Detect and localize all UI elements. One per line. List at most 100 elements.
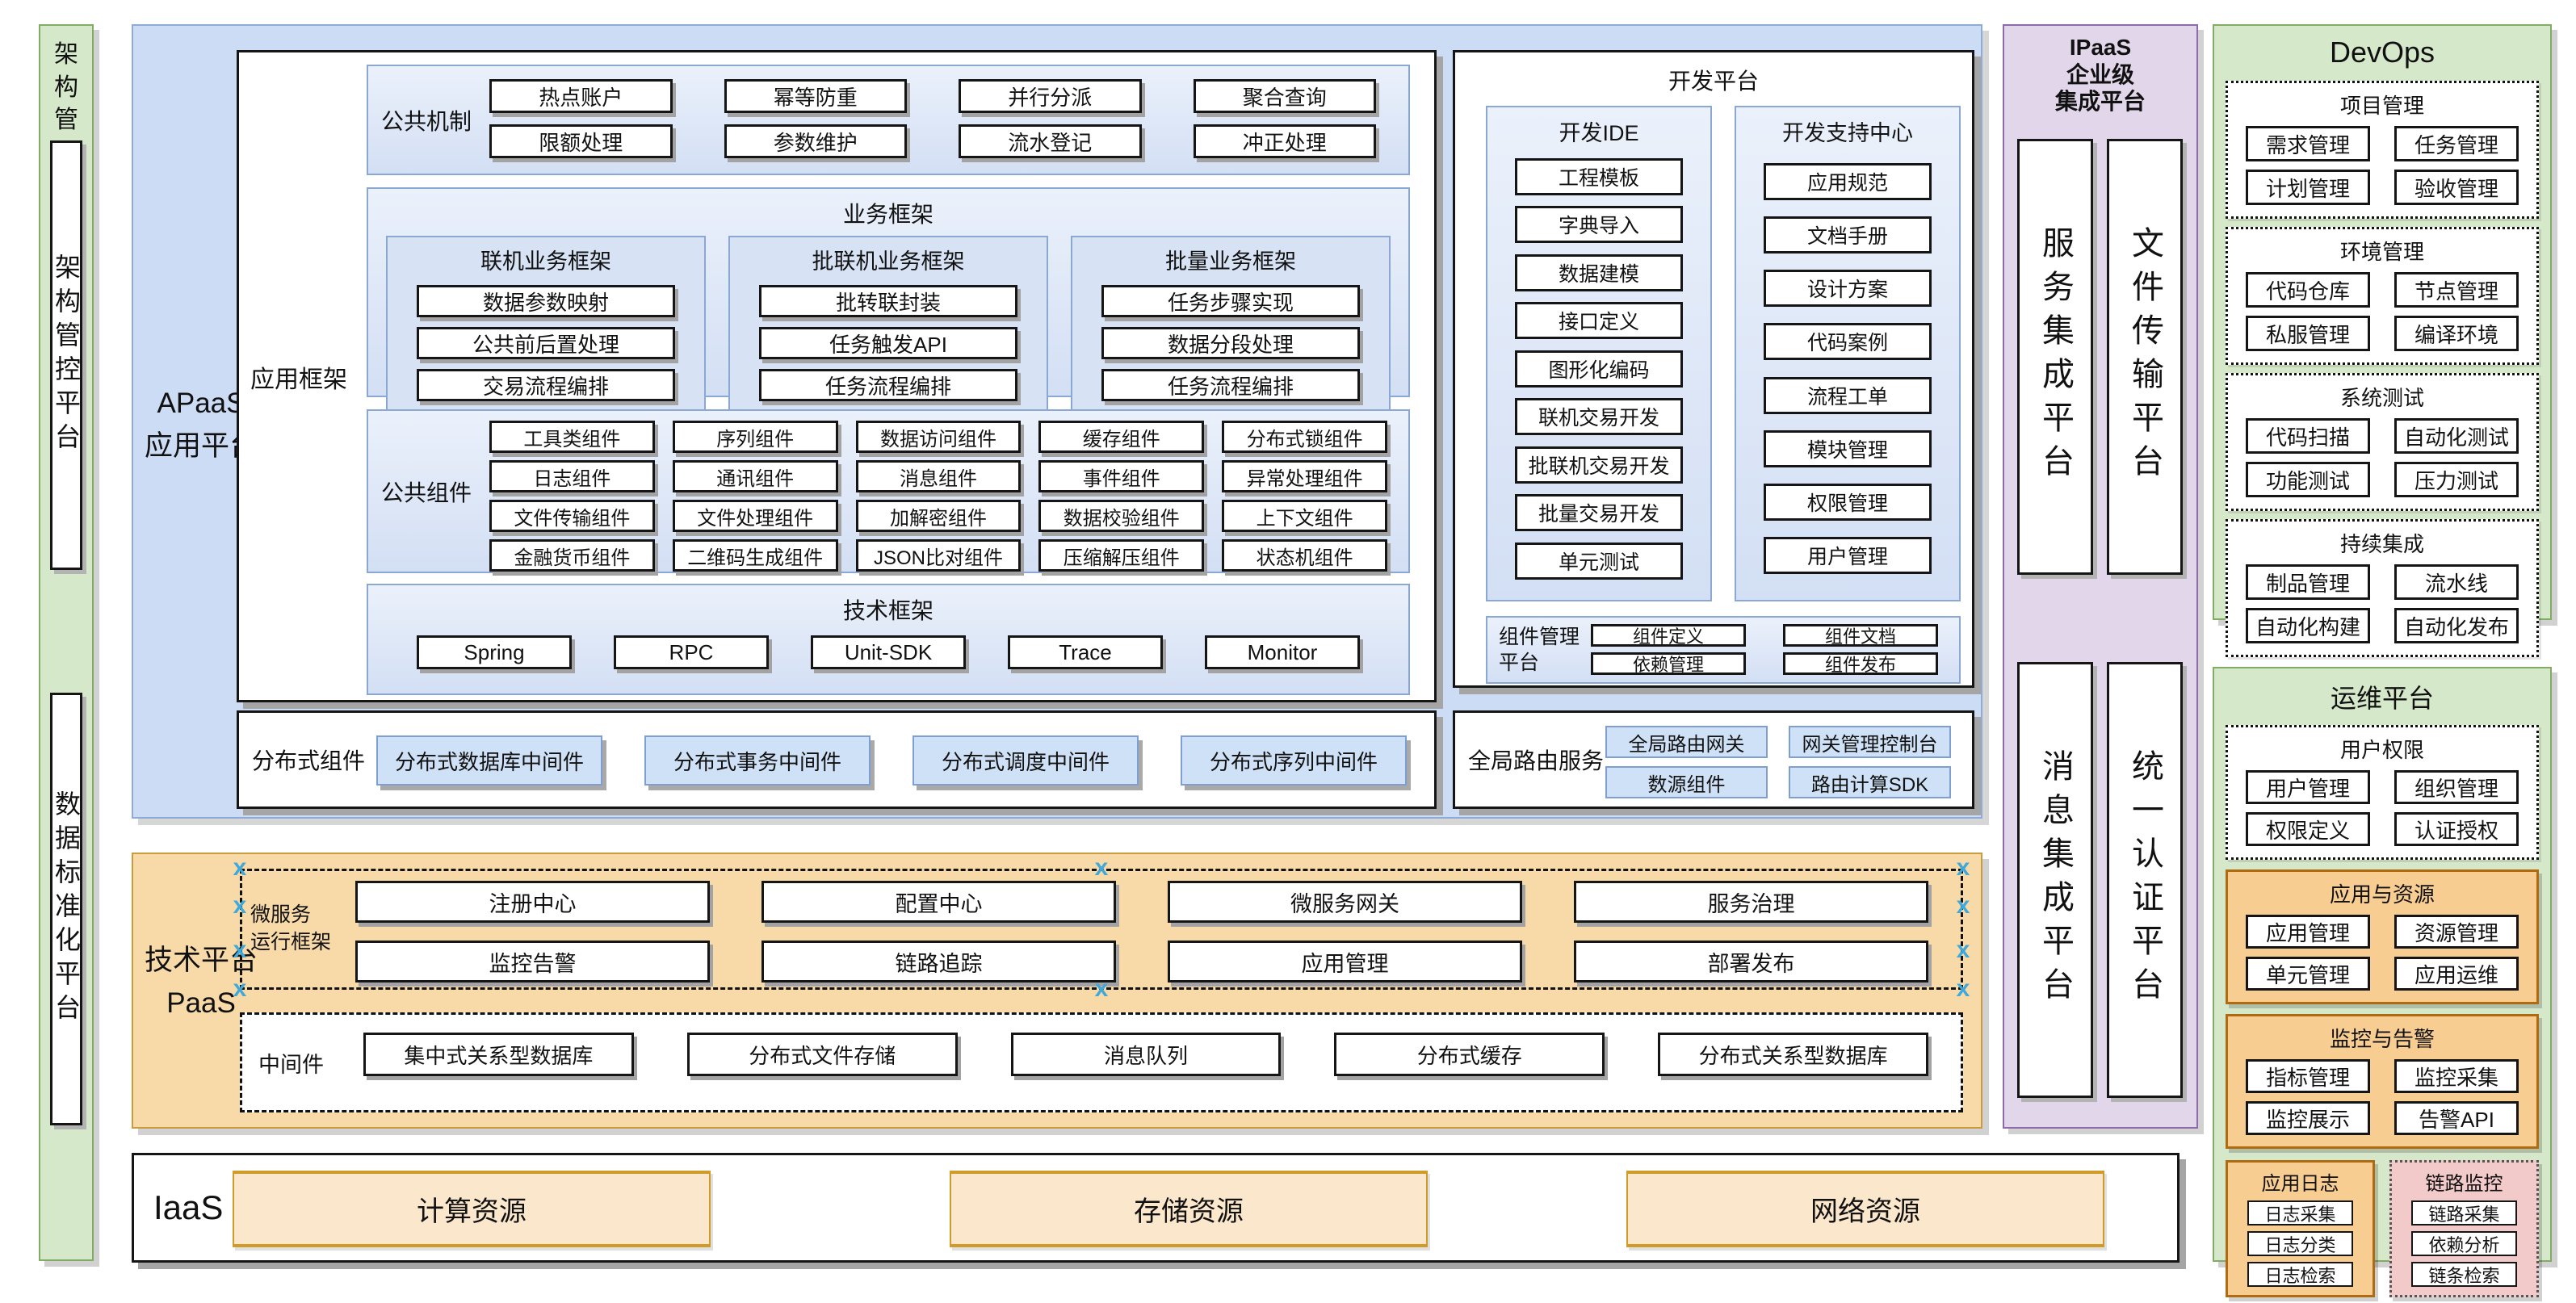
common-component-item[interactable]: 消息组件 — [855, 460, 1022, 492]
routing-item[interactable]: 路由计算SDK — [1789, 766, 1951, 798]
dev-support-box[interactable]: 开发支持中心 应用规范文档手册设计方案代码案例流程工单模块管理权限管理用户管理 — [1735, 106, 1961, 601]
dev-ide-item[interactable]: 工程模板 — [1515, 157, 1683, 195]
ops-platform-box[interactable]: 运维平台 用户权限 用户管理组织管理权限定义认证授权 应用与资源 应用管理资源管… — [2213, 667, 2552, 1297]
common-component-item[interactable]: 文件处理组件 — [672, 500, 838, 532]
tech-framework-item[interactable]: Trace — [1008, 635, 1163, 669]
ops-section-app-resource[interactable]: 应用与资源 应用管理资源管理单元管理应用运维 — [2226, 869, 2539, 1004]
message-integration-bar[interactable]: 消息集成平台 — [2017, 662, 2093, 1098]
common-component-item[interactable]: 上下文组件 — [1222, 500, 1387, 532]
business-item[interactable]: 数据分段处理 — [1101, 327, 1360, 359]
microservice-item[interactable]: 链路追踪 — [761, 941, 1116, 982]
microservice-item[interactable]: 监控告警 — [355, 941, 710, 982]
common-component-item[interactable]: 压缩解压组件 — [1038, 539, 1205, 572]
storage-resource-box[interactable]: 存储资源 — [950, 1171, 1428, 1247]
common-components-box[interactable]: 公共组件 工具类组件序列组件数据访问组件缓存组件分布式锁组件日志组件通讯组件消息… — [367, 409, 1410, 573]
routing-item[interactable]: 数源组件 — [1605, 766, 1768, 798]
selection-handle-icon[interactable]: x — [233, 854, 247, 881]
common-mechanism-item[interactable]: 参数维护 — [724, 124, 907, 158]
common-mechanism-item[interactable]: 热点账户 — [489, 79, 673, 113]
network-resource-box[interactable]: 网络资源 — [1626, 1171, 2104, 1247]
middleware-item[interactable]: 消息队列 — [1010, 1033, 1282, 1076]
tech-framework-item[interactable]: Unit-SDK — [811, 635, 966, 669]
dev-support-item[interactable]: 设计方案 — [1764, 270, 1932, 308]
dev-support-item[interactable]: 用户管理 — [1764, 536, 1932, 574]
common-component-item[interactable]: 缓存组件 — [1038, 421, 1205, 453]
ops-section-monitor-alert[interactable]: 监控与告警 指标管理监控采集监控展示告警API — [2226, 1014, 2539, 1149]
common-mechanism-item[interactable]: 流水登记 — [959, 124, 1142, 158]
distributed-item[interactable]: 分布式数据库中间件 — [376, 735, 602, 786]
devops-item[interactable]: 自动化发布 — [2394, 608, 2519, 643]
dev-support-item[interactable]: 模块管理 — [1764, 429, 1932, 467]
devops-item[interactable]: 任务管理 — [2394, 126, 2519, 161]
middleware-item[interactable]: 分布式关系型数据库 — [1658, 1033, 1928, 1076]
middleware-item[interactable]: 集中式关系型数据库 — [363, 1033, 634, 1076]
common-component-item[interactable]: 事件组件 — [1038, 460, 1205, 492]
data-standard-platform-bar[interactable]: 数据标准化平台 — [50, 693, 82, 1125]
paas-platform-box[interactable]: 技术平台 PaaS x x x x x x x x x x 微服务 运行框架 注… — [132, 853, 1982, 1129]
selection-handle-icon[interactable]: x — [1956, 936, 1970, 963]
business-item[interactable]: 任务步骤实现 — [1101, 285, 1360, 317]
dev-support-item[interactable]: 流程工单 — [1764, 376, 1932, 414]
log-item[interactable]: 日志分类 — [2247, 1231, 2353, 1256]
selection-handle-icon[interactable]: x — [1094, 854, 1109, 881]
common-mechanism-item[interactable]: 并行分派 — [959, 79, 1142, 113]
common-component-item[interactable]: 通讯组件 — [672, 460, 838, 492]
common-component-item[interactable]: 金融货币组件 — [489, 539, 655, 572]
devops-item[interactable]: 代码扫描 — [2246, 418, 2370, 454]
microservice-item[interactable]: 配置中心 — [761, 881, 1116, 923]
ops-item[interactable]: 应用运维 — [2394, 957, 2519, 991]
common-component-item[interactable]: 加解密组件 — [855, 500, 1022, 532]
common-mechanism-box[interactable]: 公共机制 热点账户幂等防重并行分派聚合查询限额处理参数维护流水登记冲正处理 — [367, 65, 1410, 175]
selection-handle-icon[interactable]: x — [1094, 975, 1109, 1002]
ops-item[interactable]: 应用管理 — [2246, 915, 2370, 949]
common-component-item[interactable]: 状态机组件 — [1222, 539, 1387, 572]
devops-item[interactable]: 编译环境 — [2394, 316, 2519, 351]
selection-handle-icon[interactable]: x — [233, 975, 247, 1002]
middleware-item[interactable]: 分布式文件存储 — [686, 1033, 958, 1076]
tech-framework-item[interactable]: Monitor — [1205, 635, 1360, 669]
selection-handle-icon[interactable]: x — [233, 892, 247, 920]
component-mgmt-item[interactable]: 组件定义 — [1591, 624, 1746, 647]
apaas-platform-box[interactable]: APaaS 应用平台 应用框架 公共机制 热点账户幂等防重并行分派聚合查询限额处… — [132, 24, 1982, 819]
dev-ide-item[interactable]: 数据建模 — [1515, 253, 1683, 291]
tech-framework-item[interactable]: RPC — [614, 635, 769, 669]
common-component-item[interactable]: JSON比对组件 — [855, 539, 1022, 572]
devops-item[interactable]: 自动化测试 — [2394, 418, 2519, 454]
component-mgmt-item[interactable]: 依赖管理 — [1591, 652, 1746, 675]
devops-item[interactable]: 压力测试 — [2394, 462, 2519, 497]
common-component-item[interactable]: 分布式锁组件 — [1222, 421, 1387, 453]
tech-framework-item[interactable]: Spring — [417, 635, 572, 669]
common-component-item[interactable]: 异常处理组件 — [1222, 460, 1387, 492]
common-component-item[interactable]: 日志组件 — [489, 460, 655, 492]
global-routing-box[interactable]: 全局路由服务 全局路由网关网关管理控制台数源组件路由计算SDK — [1453, 710, 1974, 809]
common-component-item[interactable]: 二维码生成组件 — [672, 539, 838, 572]
log-item[interactable]: 日志采集 — [2247, 1200, 2353, 1225]
ipaas-box[interactable]: IPaaS 企业级 集成平台 服务集成平台 文件传输平台 消息集成平台 统一认证… — [2003, 24, 2198, 1129]
app-log-box[interactable]: 应用日志 日志采集日志分类日志检索 — [2226, 1160, 2375, 1297]
business-item[interactable]: 任务流程编排 — [759, 369, 1017, 401]
microservice-item[interactable]: 注册中心 — [355, 881, 710, 923]
business-item[interactable]: 任务流程编排 — [1101, 369, 1360, 401]
file-transfer-bar[interactable]: 文件传输平台 — [2107, 139, 2183, 575]
business-group-online[interactable]: 联机业务框架 数据参数映射公共前后置处理交易流程编排 — [386, 236, 706, 414]
trace-monitor-box[interactable]: 链路监控 链路采集依赖分析链条检索 — [2389, 1160, 2539, 1297]
architecture-mgmt-rail[interactable]: 架构管理 架构管控平台 数据标准化平台 — [39, 24, 94, 1261]
selection-handle-icon[interactable]: x — [1956, 854, 1970, 881]
ops-item[interactable]: 用户管理 — [2246, 770, 2370, 804]
common-component-item[interactable]: 数据访问组件 — [855, 421, 1022, 453]
compute-resource-box[interactable]: 计算资源 — [233, 1171, 711, 1247]
dev-ide-box[interactable]: 开发IDE 工程模板字典导入数据建模接口定义图形化编码联机交易开发批联机交易开发… — [1486, 106, 1712, 601]
dev-ide-item[interactable]: 接口定义 — [1515, 302, 1683, 339]
devops-item[interactable]: 计划管理 — [2246, 170, 2370, 205]
ops-item[interactable]: 告警API — [2394, 1101, 2519, 1135]
devops-item[interactable]: 流水线 — [2394, 564, 2519, 600]
ops-item[interactable]: 组织管理 — [2394, 770, 2519, 804]
ops-item[interactable]: 权限定义 — [2246, 812, 2370, 846]
business-item[interactable]: 任务触发API — [759, 327, 1017, 359]
ops-item[interactable]: 指标管理 — [2246, 1059, 2370, 1093]
dev-support-item[interactable]: 权限管理 — [1764, 483, 1932, 521]
devops-item[interactable]: 验收管理 — [2394, 170, 2519, 205]
ops-item[interactable]: 监控展示 — [2246, 1101, 2370, 1135]
